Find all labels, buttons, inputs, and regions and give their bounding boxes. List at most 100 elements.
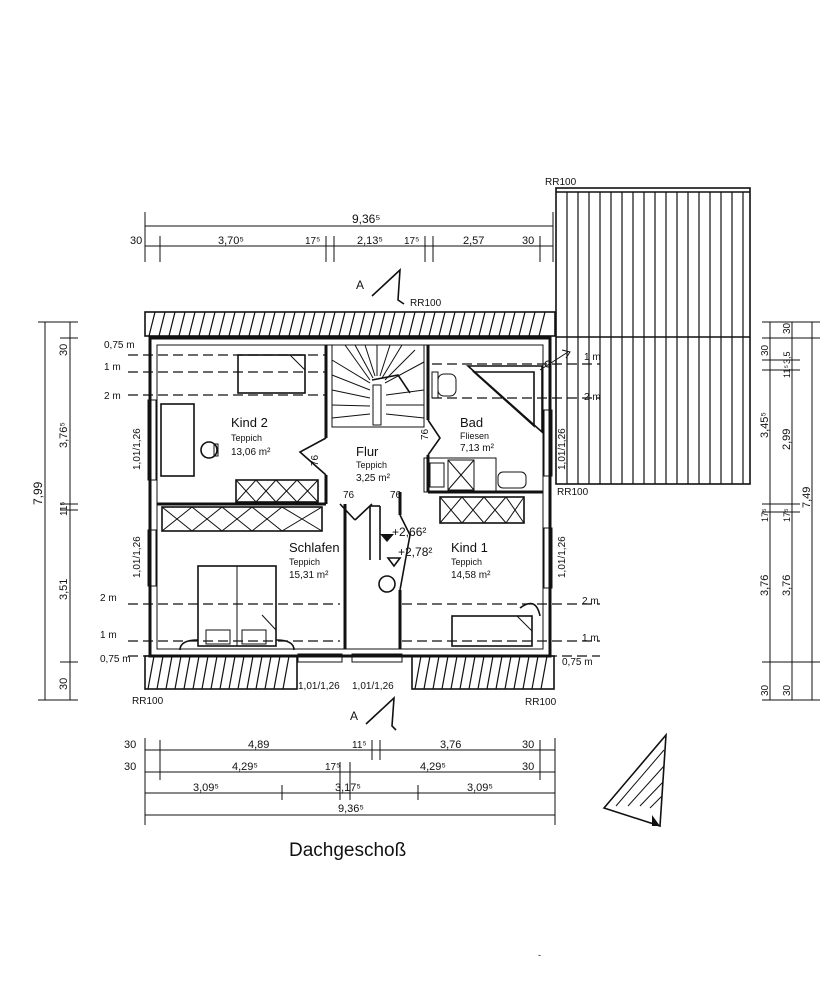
north-arrow-icon: [602, 732, 667, 828]
roof-line-left-075-b: 0,75 m: [100, 654, 131, 665]
dim-bottom-r3-b: 3,17⁵: [335, 782, 361, 794]
dim-right-30a: 30: [760, 344, 771, 356]
window-label-bad: 1,01/1,26: [557, 428, 568, 470]
hatch-line: [348, 311, 356, 337]
hatch-line: [210, 655, 218, 690]
room-name: Schlafen: [289, 540, 340, 555]
hatch-line: [518, 311, 526, 337]
hatch-line: [264, 655, 272, 690]
hatch-line: [246, 655, 254, 690]
dim-bottom-r2-e: 30: [522, 761, 534, 773]
room-name: Bad: [460, 415, 483, 430]
dim-bottom-r2-b: 4,29⁵: [232, 761, 258, 773]
dim-right-30d: 30: [782, 684, 793, 696]
room-floor: Teppich: [231, 433, 262, 443]
room-bad: Bad Fliesen 7,13 m²: [460, 415, 495, 454]
room-area: 7,13 m²: [460, 443, 495, 454]
dim-right-376b: 3,76: [781, 575, 793, 596]
dim-right-11: 11⁵: [782, 365, 792, 378]
drawing-title: Dachgeschoß: [289, 840, 406, 861]
dim-left-30a: 30: [58, 344, 70, 356]
room-area: 15,31 m²: [289, 570, 329, 581]
hatch-line: [423, 655, 431, 690]
section-marker-bottom: A: [350, 696, 397, 731]
hatch-line: [432, 655, 440, 690]
hatch-line: [238, 311, 246, 337]
hatch-line: [531, 655, 539, 690]
hatch-line: [398, 311, 406, 337]
roof-line-left-2m-b: 2 m: [100, 593, 117, 604]
dim-bottom-r2-c: 17⁵: [325, 762, 340, 773]
hatch-line: [458, 311, 466, 337]
hatch-line: [358, 311, 366, 337]
hatch-line: [448, 311, 456, 337]
hatch-line: [165, 655, 173, 690]
dim-right-17a: 17⁵: [760, 508, 770, 522]
dim-right-299: 2,99: [781, 429, 793, 450]
roof-height-lines: 0,75 m 1 m 2 m 2 m 1 m 0,75 m 1 m 2 m 2 …: [100, 340, 601, 668]
hatch-line: [508, 311, 516, 337]
hatch-line: [368, 311, 376, 337]
dim-right-376a: 3,76: [759, 575, 771, 596]
hatch-line: [298, 311, 306, 337]
window-label-kind2: 1,01/1,26: [132, 428, 143, 470]
hatch-line: [418, 311, 426, 337]
dim-right-345: 3,45⁵: [759, 412, 771, 438]
scan-mark: -: [538, 950, 541, 960]
hatch-line: [428, 311, 436, 337]
roof-line-left-2m: 2 m: [104, 391, 121, 402]
left-dimensions: 30 3,76⁵ 11⁵ 3,51 30 7,99: [31, 321, 78, 701]
door-width-kind2: 76: [310, 454, 321, 466]
dim-bottom-r2-d: 4,29⁵: [420, 761, 446, 773]
room-floor: Fliesen: [460, 431, 489, 441]
room-area: 3,25 m²: [356, 473, 391, 484]
door-width-kind1: 76: [390, 490, 402, 501]
dim-bottom-r1-b: 4,89: [248, 739, 269, 751]
dim-left-11: 11⁵: [59, 501, 70, 516]
hatch-line: [208, 311, 216, 337]
hatch-line: [255, 655, 263, 690]
room-name: Kind 1: [451, 540, 488, 555]
gutter-label-carport: RR100: [545, 177, 577, 188]
room-name: Kind 2: [231, 415, 268, 430]
svg-text:A: A: [356, 278, 364, 292]
hatch-line: [248, 311, 256, 337]
hatch-line: [228, 655, 236, 690]
room-floor: Teppich: [451, 557, 482, 567]
hatch-line: [174, 655, 182, 690]
dim-left-overall: 7,99: [31, 481, 45, 505]
dim-bottom-r2-a: 30: [124, 761, 136, 773]
furniture: [160, 354, 541, 651]
roof-line-right-2m-b: 2 m: [582, 596, 599, 607]
dim-bottom-r1-e: 30: [522, 739, 534, 751]
room-kind1: Kind 1 Teppich 14,58 m²: [451, 540, 491, 581]
hatch-line: [468, 655, 476, 690]
hatch-line: [438, 311, 446, 337]
hatch-line: [513, 655, 521, 690]
hatch-line: [328, 311, 336, 337]
hatch-line: [183, 655, 191, 690]
hatch-line: [477, 655, 485, 690]
dim-top-213: 2,13⁵: [357, 235, 383, 247]
dim-top-17b: 17⁵: [404, 236, 419, 247]
hatch-line: [441, 655, 449, 690]
gutter-label-bottom-left: RR100: [132, 696, 164, 707]
dim-top-30b: 30: [522, 235, 534, 247]
dim-right-30c: 30: [760, 684, 771, 696]
hatch-line: [378, 311, 386, 337]
hatch-line: [219, 655, 227, 690]
hatch-line: [308, 311, 316, 337]
hatch-line: [528, 311, 536, 337]
hatch-line: [495, 655, 503, 690]
roof-line-right-075: 0,75 m: [562, 657, 593, 668]
dim-left-376: 3,76⁵: [58, 422, 70, 448]
hatch-line: [168, 311, 176, 337]
dim-bottom-r3-c: 3,09⁵: [467, 782, 493, 794]
roof-line-right-1m: 1 m: [584, 352, 601, 363]
dim-bottom-r3-a: 3,09⁵: [193, 782, 219, 794]
hatch-line: [268, 311, 276, 337]
dim-top-370: 3,70⁵: [218, 235, 244, 247]
hatch-line: [237, 655, 245, 690]
hatch-line: [498, 311, 506, 337]
section-marker-top: A RR100: [356, 268, 442, 309]
